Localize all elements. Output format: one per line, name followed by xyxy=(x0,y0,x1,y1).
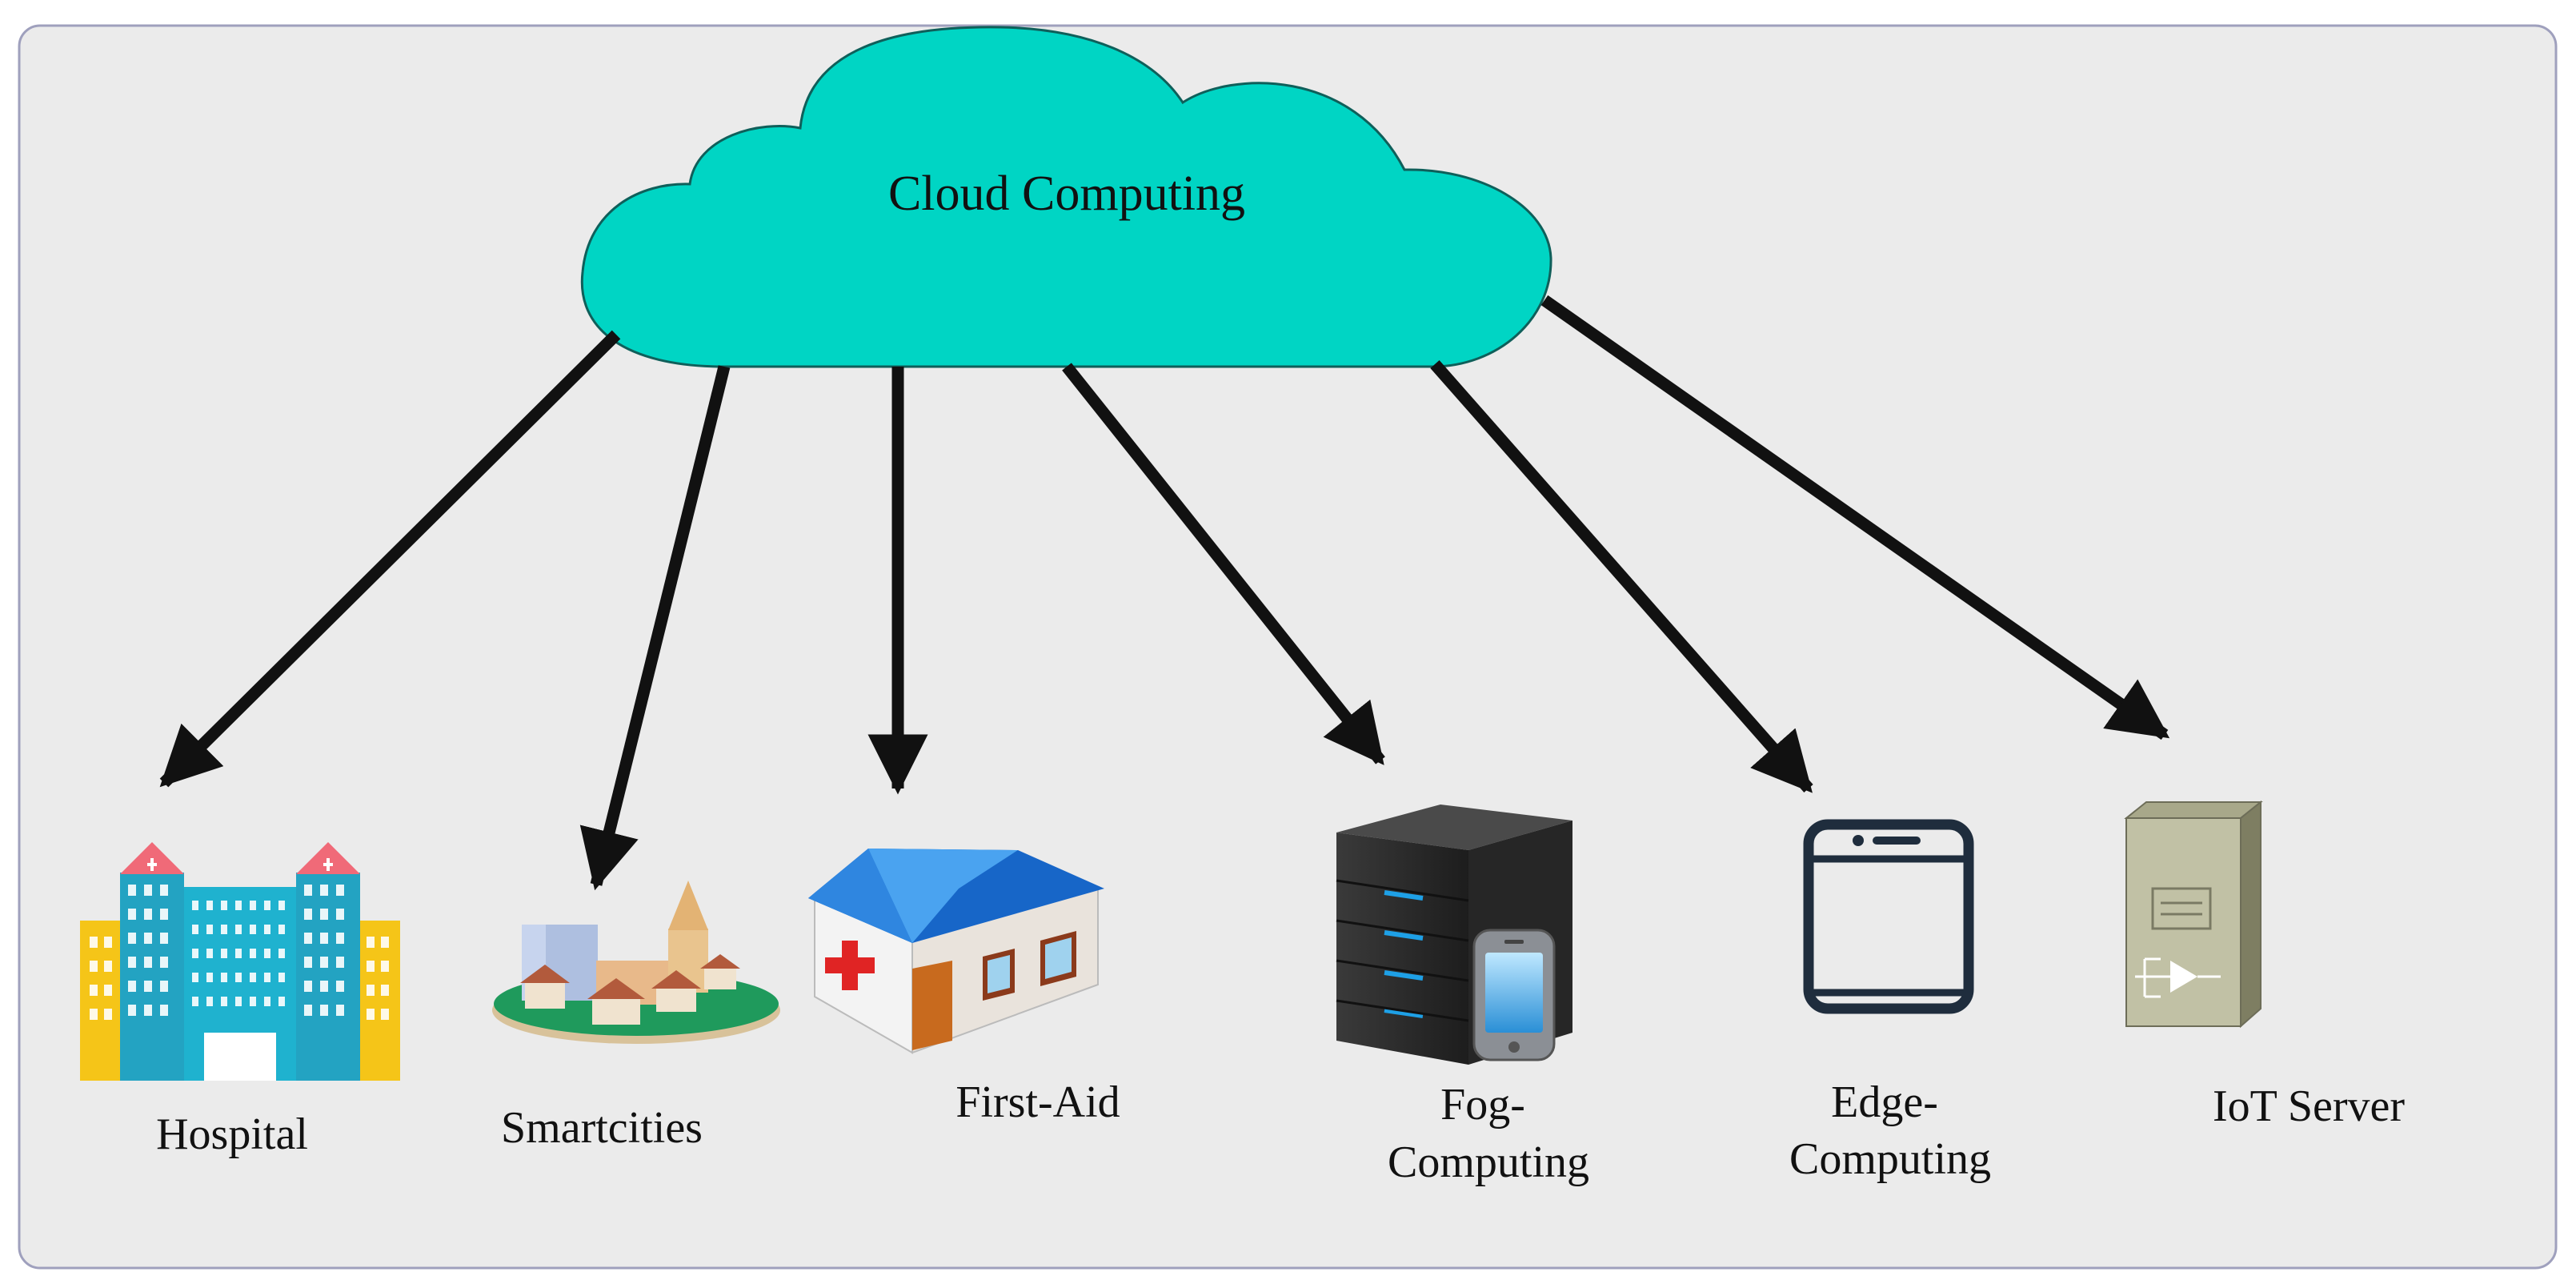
arrow-to-edge-computing xyxy=(1430,360,1813,793)
arrow-to-iot-server xyxy=(1540,295,2170,740)
hospital-label-line: Hospital xyxy=(156,1109,308,1159)
cloud-computing-node: Cloud Computing xyxy=(580,26,1552,368)
edge-computing-label-line-1: Edge- xyxy=(1831,1077,1938,1127)
iot-server-tower-icon xyxy=(2124,800,2263,1029)
fog-computing-label: Fog- Computing xyxy=(1388,1080,1589,1187)
cloud-label: Cloud Computing xyxy=(888,167,1245,221)
first-aid-clinic-icon xyxy=(808,849,1104,1054)
first-aid-label: First-Aid xyxy=(955,1077,1120,1127)
hospital-label: Hospital xyxy=(156,1109,308,1159)
fog-computing-label-line-1: Fog- xyxy=(1440,1080,1525,1130)
edge-computing-label-line-2: Computing xyxy=(1789,1134,1991,1184)
tablet-icon xyxy=(1803,819,1974,1014)
smartcities-label-line: Smartcities xyxy=(501,1103,703,1153)
arrow-to-smartcities xyxy=(579,365,731,891)
hospital-building-icon xyxy=(80,842,400,1081)
edge-computing-label: Edge- Computing xyxy=(1789,1077,1991,1184)
fog-computing-label-line-2: Computing xyxy=(1388,1138,1589,1187)
smart-city-icon xyxy=(492,881,780,1044)
arrow-to-hospital xyxy=(159,330,621,788)
iot-server-label-line: IoT Server xyxy=(2213,1081,2405,1131)
arrows xyxy=(159,295,2170,891)
arrow-to-fog-computing xyxy=(1062,363,1385,765)
iot-server-label: IoT Server xyxy=(2213,1081,2405,1131)
fog-server-phone-icon xyxy=(1336,805,1572,1065)
smartcities-label: Smartcities xyxy=(501,1103,703,1153)
cloud-shape xyxy=(580,26,1552,368)
first-aid-label-line: First-Aid xyxy=(955,1077,1120,1127)
node-labels: Hospital Smartcities First-Aid Fog- Comp… xyxy=(156,1077,2405,1187)
